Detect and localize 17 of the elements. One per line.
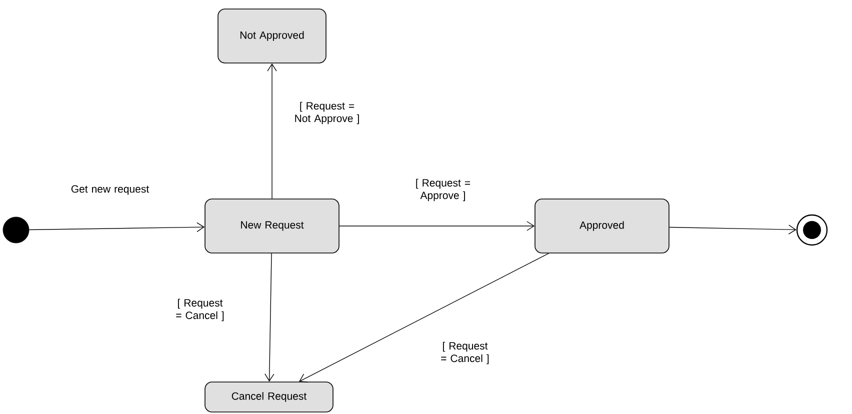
- arrow: [339, 221, 535, 231]
- initial-state: [2, 216, 30, 244]
- arrow: [264, 253, 274, 382]
- arrow: [298, 253, 550, 382]
- state-box: New Request: [204, 198, 340, 254]
- final-state: [796, 214, 828, 246]
- edge-label: [ Request = Cancel ]: [176, 298, 224, 322]
- state-box: Approved: [534, 198, 670, 254]
- state-box: Not Approved: [218, 8, 326, 64]
- arrow: [28, 222, 205, 232]
- edge-label: Get new request: [71, 185, 150, 195]
- arrow: [267, 63, 277, 199]
- edge-label: [ Request = Cancel ]: [441, 342, 489, 364]
- edge-label: [ Request = Not Approve ]: [295, 102, 359, 124]
- edge-label: [ Request = Approve ]: [416, 178, 470, 202]
- arrow: [669, 224, 796, 234]
- state-box: Cancel Request: [204, 382, 334, 412]
